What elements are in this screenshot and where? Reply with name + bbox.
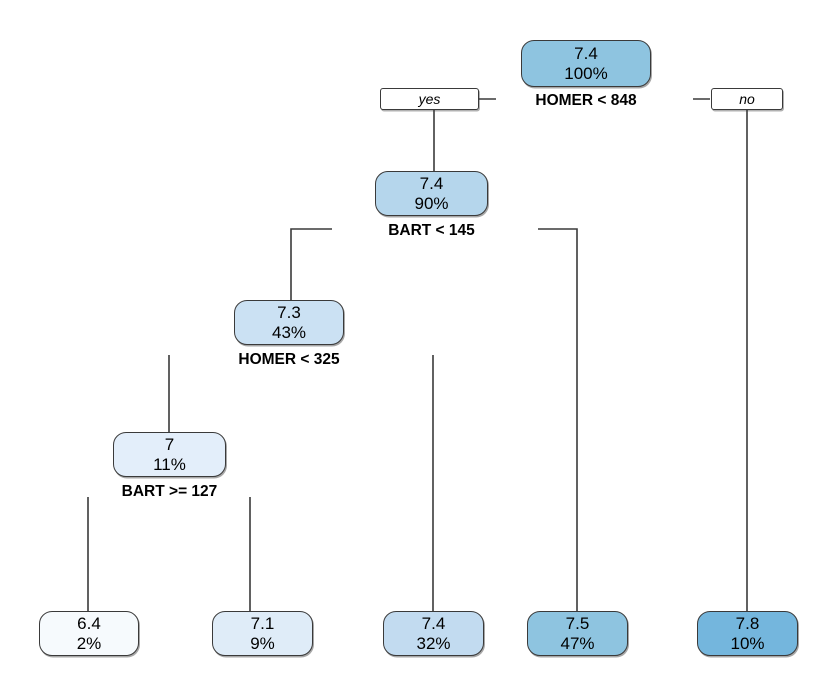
tree-node-root[interactable]: 7.4 100% (521, 40, 651, 87)
node-value: 7.4 (574, 44, 598, 64)
tree-leaf-7-1[interactable]: 7.1 9% (212, 611, 313, 656)
tree-node-bart145[interactable]: 7.4 90% (375, 171, 488, 216)
edge-bart145-left (290, 228, 332, 300)
split-label-root: HOMER < 848 (535, 92, 637, 109)
node-percent: 43% (271, 322, 307, 342)
tree-node-bart127[interactable]: 7 11% (113, 432, 226, 477)
node-percent: 32% (416, 633, 451, 653)
node-value: 7 (164, 435, 175, 455)
node-percent: 90% (414, 193, 449, 213)
tree-leaf-7-8[interactable]: 7.8 10% (697, 611, 798, 656)
split-label-bart127: BART >= 127 (121, 483, 218, 500)
node-value: 6.4 (77, 614, 101, 634)
node-value: 7.4 (419, 174, 444, 194)
node-value: 7.4 (421, 614, 446, 634)
node-value: 7.8 (735, 614, 760, 634)
node-value: 7.5 (565, 614, 590, 634)
edge-bart145-right (538, 228, 578, 611)
node-percent: 2% (76, 633, 102, 653)
edge-label-yes-text: yes (418, 91, 441, 107)
node-percent: 10% (730, 633, 765, 653)
split-label-bart145: BART < 145 (388, 222, 475, 239)
node-value: 7.1 (250, 614, 275, 634)
edge-label-no: no (711, 88, 783, 110)
edge-label-yes: yes (380, 88, 479, 110)
node-percent: 11% (153, 454, 186, 474)
node-percent: 9% (250, 633, 275, 653)
node-percent: 47% (560, 633, 595, 653)
tree-leaf-6-4[interactable]: 6.4 2% (39, 611, 139, 656)
tree-leaf-7-5[interactable]: 7.5 47% (527, 611, 628, 656)
tree-node-homer325[interactable]: 7.3 43% (234, 300, 344, 345)
edge-label-no-text: no (739, 91, 755, 107)
node-percent: 100% (564, 63, 608, 83)
tree-leaf-7-4[interactable]: 7.4 32% (383, 611, 484, 656)
node-value: 7.3 (277, 303, 301, 323)
split-label-homer325: HOMER < 325 (238, 351, 340, 368)
